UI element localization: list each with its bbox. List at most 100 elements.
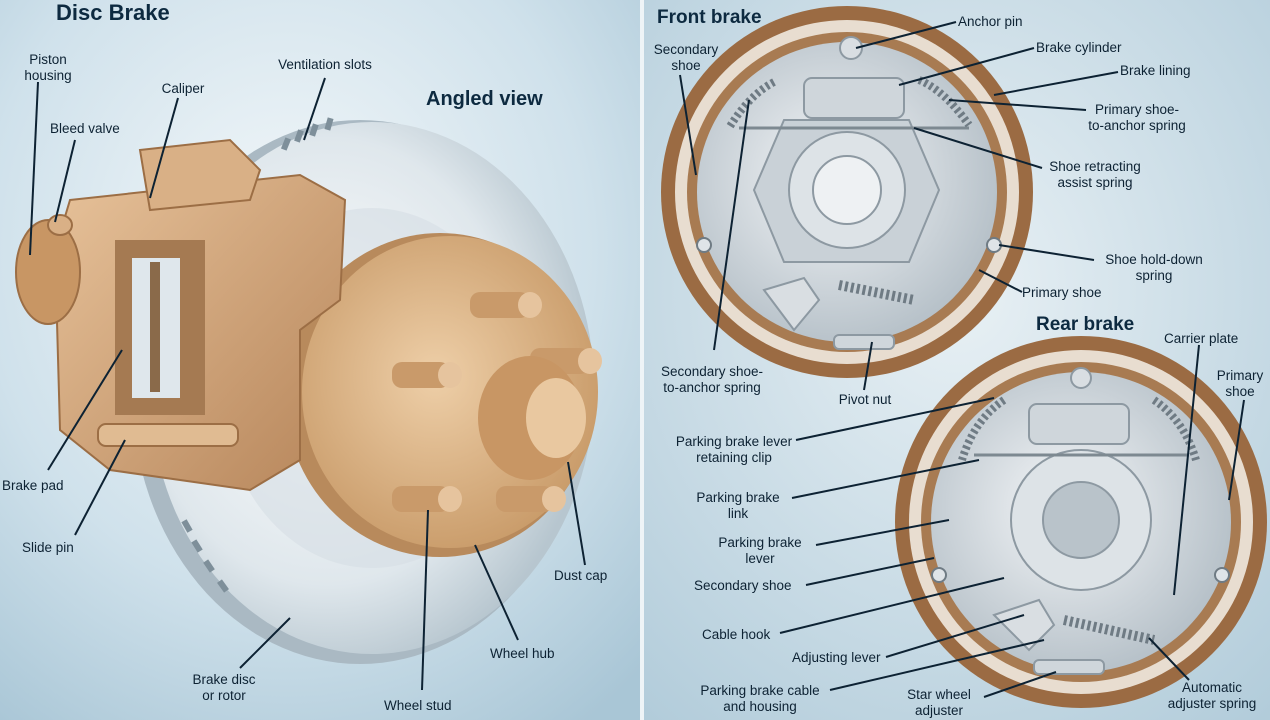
label-cable-hook: Cable hook <box>702 627 771 642</box>
leader-pivot-nut <box>863 341 873 391</box>
ventilation-slot <box>294 129 304 143</box>
leader-caliper <box>149 97 179 199</box>
leader-dust-cap <box>567 461 586 566</box>
disc-leader-lines <box>29 77 586 691</box>
front-brake-assembly <box>661 6 1033 378</box>
disc-brake-title: Disc Brake <box>56 0 170 25</box>
leader-rear-primary-shoe <box>1228 399 1245 501</box>
label-piston-housing: Piston housing <box>24 52 72 83</box>
panel-divider <box>640 0 644 720</box>
brake-pad-lining <box>150 262 160 392</box>
leader-retracting-spring <box>913 127 1043 169</box>
rear-brake-cylinder <box>1028 403 1130 445</box>
anchor-pin <box>839 36 863 60</box>
ventilation-slot <box>280 137 292 151</box>
label-primary-shoe-spring: Primary shoe- to-anchor spring <box>1088 102 1186 133</box>
leader-secondary-shoe-spring <box>713 99 750 351</box>
brake-cylinder <box>803 77 905 119</box>
label-primary-shoe: Primary shoe <box>1022 285 1102 300</box>
rear-brake-title: Rear brake <box>1036 314 1135 335</box>
primary-shoe-spring <box>917 76 973 128</box>
ventilation-slot <box>181 519 193 533</box>
disc-brake-panel: Disc Brake Angled view Piston housing Ca… <box>0 0 640 720</box>
leader-hold-down-spring <box>998 244 1095 261</box>
leader-secondary-shoe <box>679 74 697 176</box>
front-adjuster-spring <box>838 280 915 305</box>
label-dust-cap: Dust cap <box>554 568 608 583</box>
wheel-stud <box>496 486 566 512</box>
label-wheel-hub: Wheel hub <box>490 646 555 661</box>
piston-housing <box>15 219 81 325</box>
ventilation-slot <box>324 117 334 131</box>
label-parking-link: Parking brake link <box>696 490 780 521</box>
leader-parking-cable <box>829 639 1045 691</box>
label-parking-cable: Parking brake cable and housing <box>700 683 820 714</box>
leader-retaining-clip <box>795 397 995 441</box>
label-pivot-nut: Pivot nut <box>838 392 892 407</box>
label-secondary-shoe-spring: Secondary shoe- to-anchor spring <box>660 364 764 395</box>
label-brake-cylinder: Brake cylinder <box>1036 40 1122 55</box>
label-star-wheel: Star wheel adjuster <box>907 687 971 718</box>
front-hub-center <box>812 155 882 225</box>
rear-hold-down-left <box>931 567 947 583</box>
ventilation-slot <box>191 539 203 553</box>
label-brake-disc: Brake disc or rotor <box>192 672 256 703</box>
leader-brake-cylinder <box>898 47 1035 86</box>
leader-brake-lining <box>993 71 1119 96</box>
label-secondary-shoe: Secondary shoe <box>653 42 719 73</box>
ventilation-slots-group <box>181 117 334 593</box>
leader-auto-adjuster <box>1148 637 1190 681</box>
label-hold-down-spring: Shoe hold-down spring <box>1105 252 1203 283</box>
angled-view-subtitle: Angled view <box>426 88 543 110</box>
rear-brake-assembly <box>895 336 1267 708</box>
rear-anchor-pin <box>1070 367 1092 389</box>
label-retaining-clip: Parking brake lever retaining clip <box>675 434 793 465</box>
bleed-valve <box>47 214 73 236</box>
leader-primary-shoe-spring <box>948 99 1087 111</box>
label-caliper: Caliper <box>161 81 205 96</box>
leader-brake-disc <box>239 617 291 669</box>
label-adjusting-lever: Adjusting lever <box>792 650 881 665</box>
label-ventilation-slots: Ventilation slots <box>278 57 372 72</box>
label-brake-pad: Brake pad <box>2 478 64 493</box>
hold-down-spring <box>986 237 1002 253</box>
leader-wheel-hub <box>474 544 519 641</box>
label-brake-lining: Brake lining <box>1120 63 1191 78</box>
wheel-stud <box>392 362 462 388</box>
adjusting-lever <box>992 598 1056 652</box>
leader-star-wheel <box>983 671 1057 698</box>
leader-secondary-shoe-rear <box>805 557 935 586</box>
slide-pin <box>97 423 239 447</box>
pivot-nut <box>833 334 895 350</box>
leader-parking-lever <box>815 519 950 546</box>
label-parking-lever: Parking brake lever <box>718 535 802 566</box>
hold-down-spring-left <box>696 237 712 253</box>
leader-bleed-valve <box>54 139 76 223</box>
drum-brake-panel: Front brake Rear brake Secondary shoe An… <box>644 0 1270 720</box>
leader-wheel-stud <box>421 509 429 691</box>
ventilation-slot <box>217 579 229 593</box>
ventilation-slot <box>203 559 215 573</box>
rear-hub-hole <box>1042 481 1120 559</box>
leader-brake-pad <box>47 349 123 471</box>
rear-right-spring <box>1151 396 1200 462</box>
drum-brake-illustration <box>644 0 1270 720</box>
leader-primary-shoe <box>978 269 1023 293</box>
rear-left-spring <box>958 396 1007 462</box>
caliper-bridge <box>138 138 262 212</box>
label-secondary-shoe-rear: Secondary shoe <box>694 578 792 593</box>
wheel-stud <box>470 292 542 318</box>
dust-cap <box>526 378 586 458</box>
label-bleed-valve: Bleed valve <box>50 121 120 136</box>
label-carrier-plate: Carrier plate <box>1164 331 1239 346</box>
ventilation-slot <box>309 123 319 137</box>
leader-piston-housing <box>29 81 39 256</box>
wheel-stud <box>392 486 462 512</box>
leader-ventilation-slots <box>303 77 326 141</box>
leader-adjusting-lever <box>885 614 1025 658</box>
label-rear-primary-shoe: Primary shoe <box>1216 368 1264 399</box>
star-wheel-adjuster <box>1033 659 1105 675</box>
front-brake-title: Front brake <box>657 7 762 28</box>
leader-parking-link <box>791 459 980 499</box>
leader-cable-hook <box>779 577 1005 634</box>
